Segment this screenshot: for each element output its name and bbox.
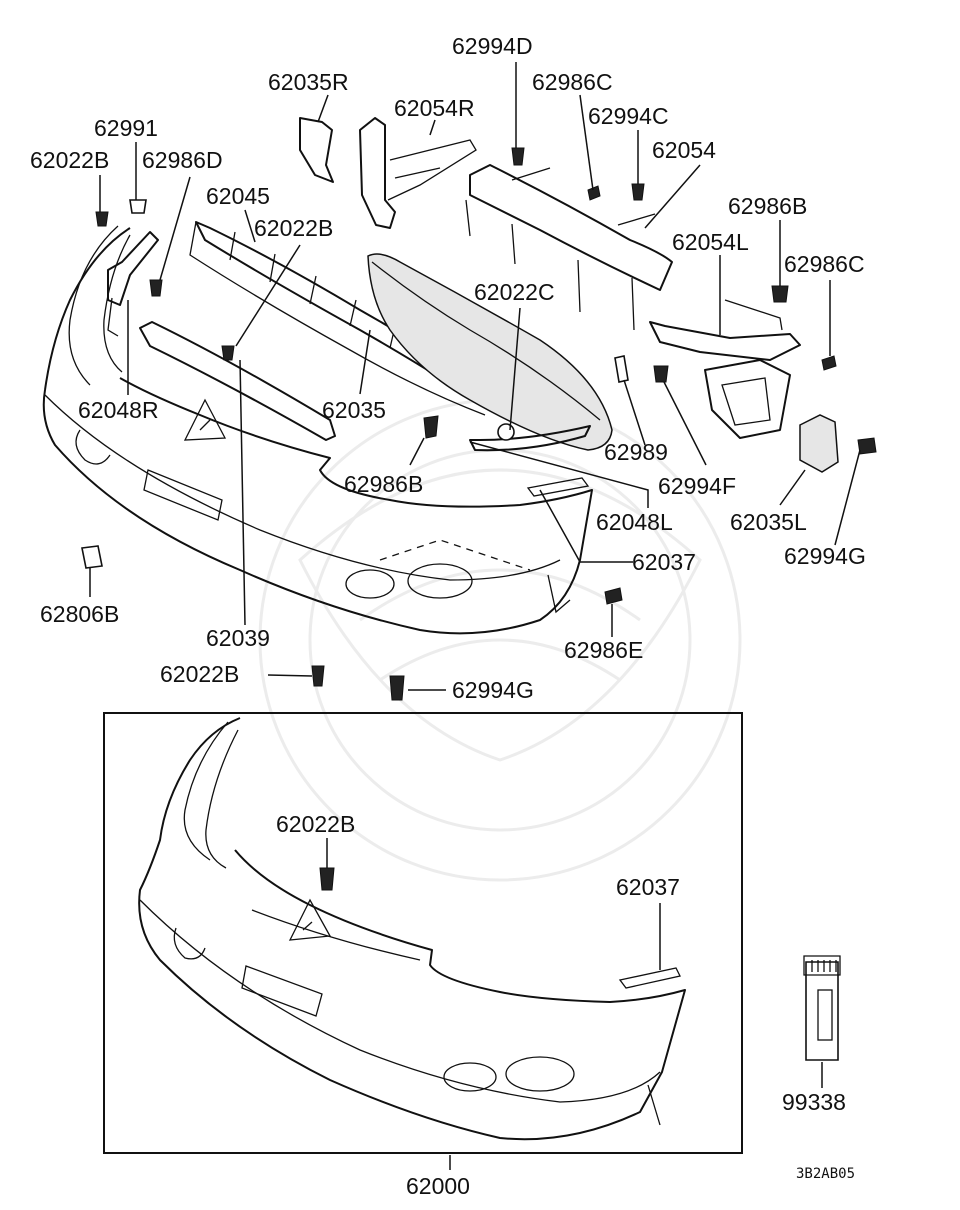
label-62986E: 62986E: [564, 637, 643, 663]
diagram-code: 3B2AB05: [796, 1166, 855, 1182]
label-62022B-mid: 62022B: [254, 215, 333, 241]
label-62022C: 62022C: [474, 279, 555, 305]
label-62022B-box: 62022B: [276, 811, 355, 837]
label-62994G-right: 62994G: [784, 543, 866, 569]
label-62048L: 62048L: [596, 509, 673, 535]
bumper-fascia-upper: [42, 225, 593, 635]
support-62054L: [649, 299, 801, 361]
label-62054L: 62054L: [672, 229, 749, 255]
lip-strip: [139, 321, 336, 441]
support-62054: [465, 164, 673, 331]
clip-62989: [614, 355, 629, 383]
bracket-housing-right: [704, 359, 791, 439]
fasteners: [81, 147, 877, 701]
fasteners-box: [319, 867, 335, 891]
label-62986C-right: 62986C: [784, 251, 865, 277]
label-62037-top: 62037: [632, 549, 696, 575]
label-62806B: 62806B: [40, 601, 119, 627]
label-62039: 62039: [206, 625, 270, 651]
mesh-grille: [367, 253, 613, 451]
leader-lines: [89, 62, 861, 691]
label-62035L: 62035L: [730, 509, 807, 535]
label-62994D: 62994D: [452, 33, 533, 59]
bumper-fascia-complete: [138, 717, 686, 1141]
label-62991: 62991: [94, 115, 158, 141]
label-62994G-bottom: 62994G: [452, 677, 534, 703]
label-62994F: 62994F: [658, 473, 736, 499]
label-62054R: 62054R: [394, 95, 475, 121]
label-62035: 62035: [322, 397, 386, 423]
label-62022B-topleft: 62022B: [30, 147, 109, 173]
label-62045: 62045: [206, 183, 270, 209]
side-bracket-62048R: [107, 231, 159, 337]
sealant-tube-99338: [803, 955, 841, 1061]
seal-strip-62037: [526, 477, 590, 497]
label-62037-box: 62037: [616, 874, 680, 900]
support-62054R: [359, 117, 477, 229]
label-62986C-top: 62986C: [532, 69, 613, 95]
part-labels: 62994D 62035R 62986C 62054R 62994C 62991…: [30, 33, 866, 1199]
label-62035R: 62035R: [268, 69, 349, 95]
watermark-emblem: [258, 398, 742, 882]
label-62048R: 62048R: [78, 397, 159, 423]
side-mount-62035L: [799, 414, 839, 473]
label-62022B-bottom: 62022B: [160, 661, 239, 687]
side-mount-62035R: [299, 117, 334, 183]
label-62000: 62000: [406, 1173, 470, 1199]
label-62989: 62989: [604, 439, 668, 465]
leader-lines-box: [326, 838, 823, 1170]
label-62994C: 62994C: [588, 103, 669, 129]
assembly-box: [103, 712, 743, 1154]
label-62054: 62054: [652, 137, 716, 163]
label-99338: 99338: [782, 1089, 846, 1115]
label-62986B-mid: 62986B: [344, 471, 423, 497]
label-62986B-right: 62986B: [728, 193, 807, 219]
label-62986D: 62986D: [142, 147, 223, 173]
